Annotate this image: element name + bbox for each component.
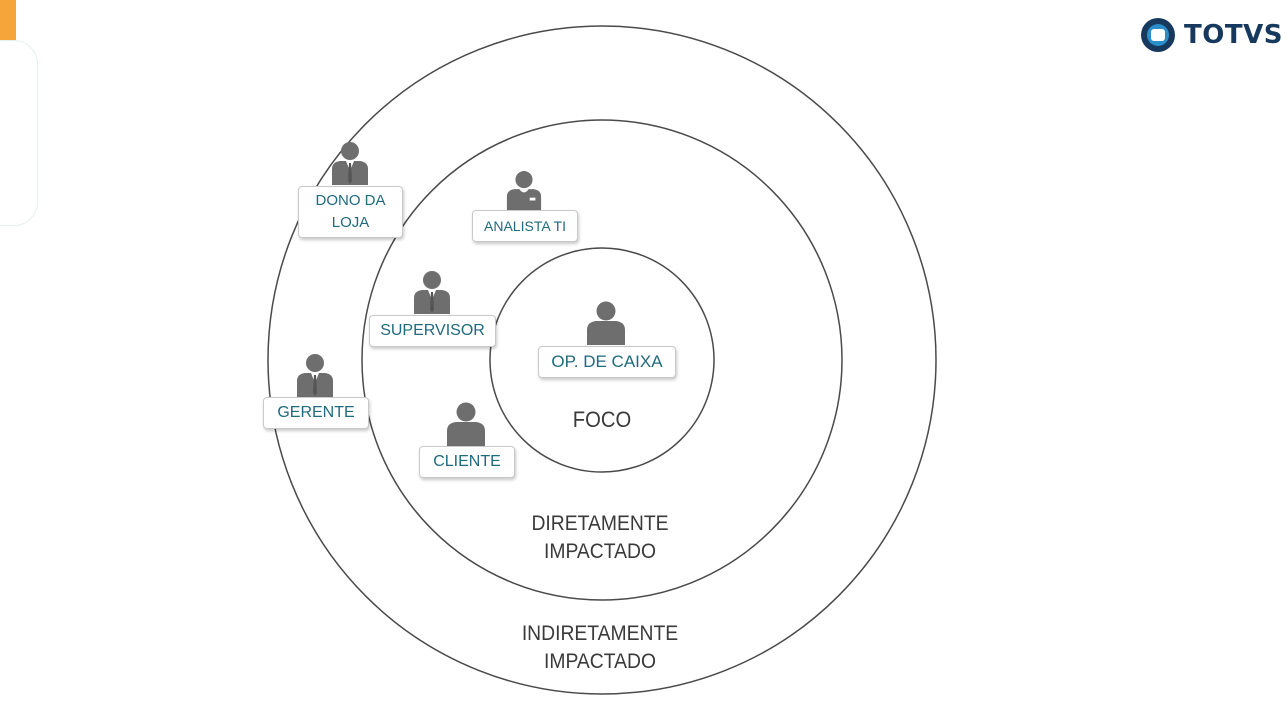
totvs-logo-icon: [1141, 18, 1175, 52]
person-icon: [447, 402, 485, 446]
label-dono-line1: DONO DA: [315, 192, 386, 209]
person-badge-icon: [506, 171, 542, 212]
inner-ring: [489, 247, 715, 473]
ring-label-foco: FOCO: [572, 407, 632, 432]
side-panel: [0, 40, 38, 226]
ring-label-diretamente-line2: IMPACTADO: [543, 540, 656, 563]
brand-logo: TOTVS: [1140, 16, 1283, 54]
label-op-de-caixa: OP. DE CAIXA: [538, 346, 676, 378]
label-dono-line2: LOJA: [331, 214, 370, 231]
label-cliente: CLIENTE: [419, 446, 515, 478]
brand-name: TOTVS: [1184, 20, 1283, 50]
person-suit-icon: [332, 142, 368, 185]
person-suit-icon: [297, 354, 333, 397]
label-cliente-text: CLIENTE: [433, 453, 501, 470]
ring-label-diretamente: DIRETAMENTE IMPACTADO: [508, 510, 692, 566]
label-analista-ti: ANALISTA TI: [472, 210, 578, 242]
ring-label-indiretamente: INDIRETAMENTE IMPACTADO: [499, 620, 701, 676]
ring-label-indiretamente-line2: IMPACTADO: [543, 650, 656, 673]
label-gerente-text: GERENTE: [277, 404, 355, 421]
outer-ring: [267, 25, 937, 695]
label-supervisor-text: SUPERVISOR: [380, 322, 485, 339]
ring-label-indiretamente-line1: INDIRETAMENTE: [521, 622, 679, 645]
middle-ring: [361, 119, 843, 601]
person-suit-icon: [414, 271, 450, 314]
label-analista-text: ANALISTA TI: [484, 218, 566, 234]
label-op-caixa-text: OP. DE CAIXA: [551, 352, 663, 371]
person-icon: [587, 301, 625, 345]
label-supervisor: SUPERVISOR: [369, 315, 496, 347]
label-dono-da-loja: DONO DA LOJA: [298, 186, 403, 238]
ring-label-diretamente-line1: DIRETAMENTE: [531, 512, 669, 535]
label-gerente: GERENTE: [263, 397, 369, 429]
